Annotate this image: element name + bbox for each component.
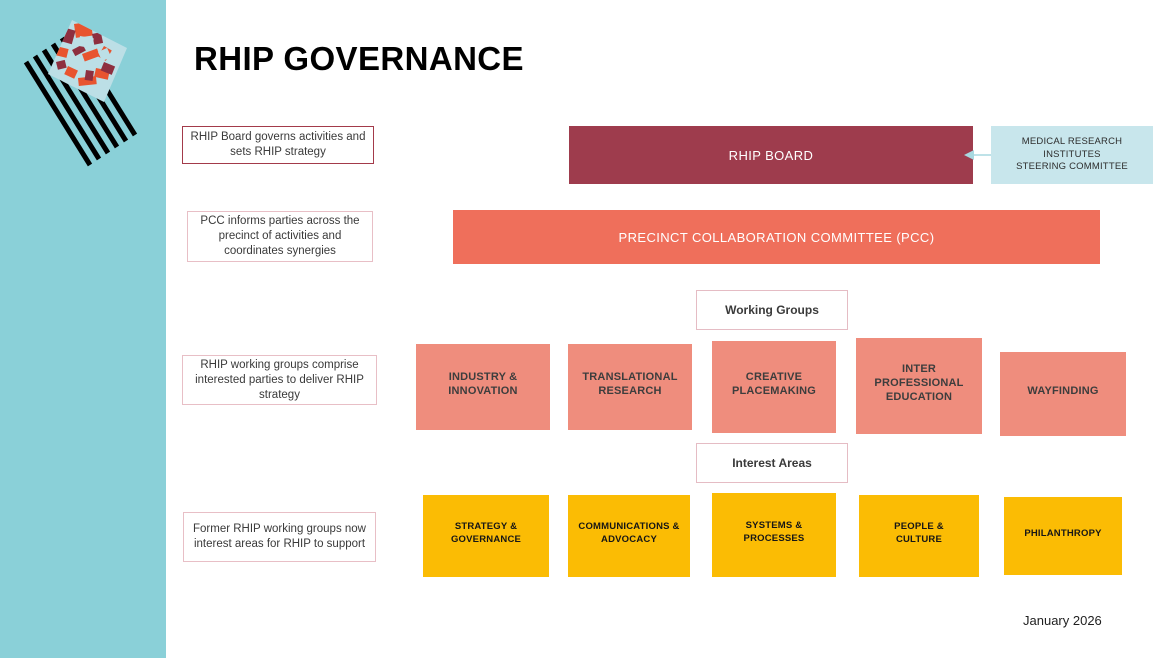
card-line-1: STRATEGY & [454, 521, 518, 532]
working-group-card: TRANSLATIONAL RESEARCH [568, 344, 692, 430]
working-group-card: INTER PROFESSIONAL EDUCATION [856, 338, 982, 434]
pcc-bar: PRECINCT COLLABORATION COMMITTEE (PCC) [453, 210, 1100, 264]
mri-line-3: STEERING COMMITTEE [1016, 161, 1128, 173]
mri-line-1: MEDICAL RESEARCH [1021, 136, 1123, 148]
callout-working-groups: RHIP working groups comprise interested … [182, 355, 377, 405]
callout-rhip-board: RHIP Board governs activities and sets R… [182, 126, 374, 164]
interest-area-card: PHILANTHROPY [1004, 497, 1122, 575]
card-line-1: CREATIVE [745, 371, 803, 383]
working-group-card: CREATIVE PLACEMAKING [712, 341, 836, 433]
chip-interest-areas: Interest Areas [696, 443, 848, 483]
working-group-card: WAYFINDING [1000, 352, 1126, 436]
footer-date: January 2026 [1023, 613, 1102, 628]
page-title: RHIP GOVERNANCE [194, 40, 524, 77]
card-line-1: WAYFINDING [1027, 385, 1099, 397]
card-line-2: PROFESSIONAL [874, 377, 964, 389]
rhip-board-bar: RHIP BOARD [569, 126, 973, 184]
arrow-left-icon [964, 150, 994, 160]
card-line-2: RESEARCH [598, 385, 662, 397]
rhip-board-label: RHIP BOARD [728, 147, 814, 163]
card-line-1: COMMUNICATIONS & [578, 521, 680, 532]
interest-area-card: COMMUNICATIONS & ADVOCACY [568, 495, 690, 577]
card-line-1: PEOPLE & [894, 521, 944, 532]
mri-line-2: INSTITUTES [1043, 148, 1101, 160]
card-line-1: TRANSLATIONAL [582, 371, 678, 383]
interest-area-card: STRATEGY & GOVERNANCE [423, 495, 549, 577]
card-line-3: EDUCATION [885, 391, 953, 403]
card-line-1: SYSTEMS & [745, 520, 803, 531]
card-line-1: INTER [902, 363, 936, 375]
callout-pcc: PCC informs parties across the precinct … [187, 211, 373, 262]
card-line-2: ADVOCACY [601, 534, 657, 545]
card-line-2: GOVERNANCE [450, 534, 522, 545]
working-group-card: INDUSTRY & INNOVATION [416, 344, 550, 430]
interest-area-card: PEOPLE & CULTURE [859, 495, 979, 577]
card-line-1: INDUSTRY & [448, 371, 518, 383]
card-line-1: PHILANTHROPY [1024, 527, 1102, 539]
interest-area-card: SYSTEMS & PROCESSES [712, 493, 836, 577]
chip-working-groups: Working Groups [696, 290, 848, 330]
card-line-2: PROCESSES [743, 533, 805, 544]
rhip-logo [12, 10, 152, 185]
callout-interest-areas: Former RHIP working groups now interest … [183, 512, 376, 562]
card-line-2: PLACEMAKING [731, 385, 817, 397]
card-line-2: INNOVATION [448, 385, 518, 397]
pcc-label: PRECINCT COLLABORATION COMMITTEE (PCC) [618, 229, 935, 245]
medical-research-institutes-box: MEDICAL RESEARCH INSTITUTES STEERING COM… [991, 126, 1153, 184]
card-line-2: CULTURE [895, 534, 943, 545]
